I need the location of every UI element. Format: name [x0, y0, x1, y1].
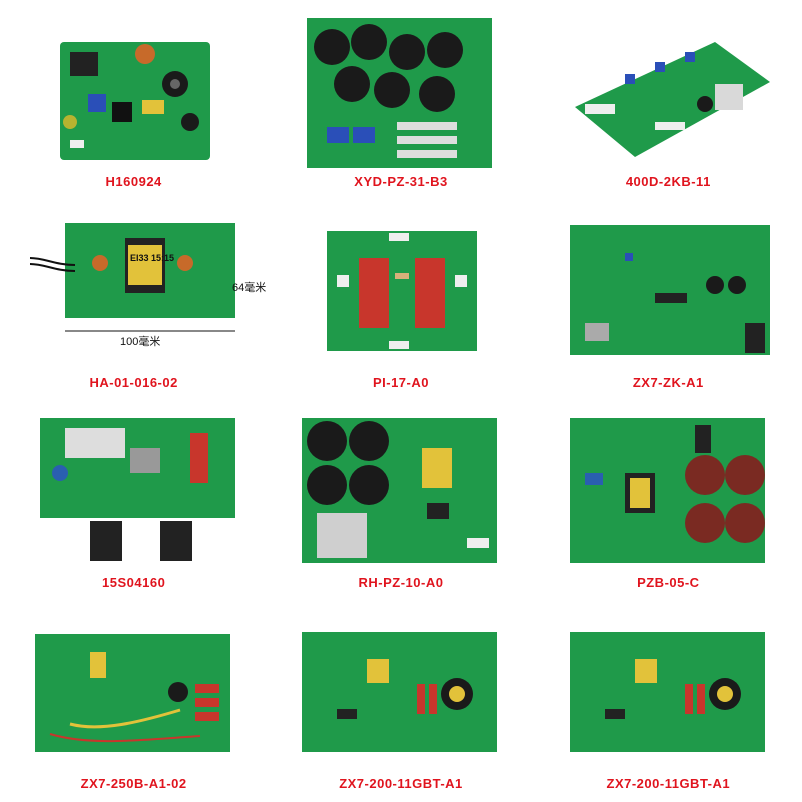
pcb-photo — [574, 42, 770, 157]
product-label: RH-PZ-10-A0 — [358, 575, 444, 590]
product-card: 400D-2KB-11 — [535, 0, 802, 201]
product-card: 15S04160 — [0, 401, 267, 602]
product-card: ZX7-250B-A1-02 — [0, 602, 267, 802]
product-card: ZX7-200-11GBT-A1 — [267, 602, 534, 802]
product-label: PI-17-A0 — [372, 374, 429, 390]
product-label: 400D-2KB-11 — [625, 174, 711, 189]
product-card: PZB-05-C — [535, 401, 802, 602]
product-label: PZB-05-C — [637, 575, 700, 590]
pcb-photo — [35, 633, 230, 752]
pcb-photo — [569, 418, 765, 563]
transformer-marking: EI33 15:15 — [130, 252, 175, 263]
dim-height-label: 64毫米 — [232, 281, 267, 294]
product-card: 64毫米 100毫米 EI33 15:15 HA-01-016-02 — [0, 201, 267, 402]
pcb-photo — [569, 224, 770, 355]
product-card: XYD-PZ-31-B3 — [267, 0, 534, 201]
product-label: XYD-PZ-31-B3 — [354, 174, 448, 189]
product-card: ZX7-ZK-A1 — [535, 201, 802, 402]
product-label: HA-01-016-02 — [89, 374, 178, 390]
product-label: ZX7-ZK-A1 — [632, 374, 704, 390]
product-card: PI-17-A0 — [267, 201, 534, 402]
pcb-photo — [302, 418, 498, 563]
pcb-photo — [60, 42, 210, 160]
product-label: 15S04160 — [102, 575, 166, 590]
pcb-photo — [302, 631, 498, 752]
product-card: H160924 — [0, 0, 267, 201]
dim-width-label: 100毫米 — [120, 335, 161, 348]
pcb-photo — [40, 418, 235, 561]
product-card: RH-PZ-10-A0 — [267, 401, 534, 602]
pcb-photo — [30, 222, 235, 331]
product-label: H160924 — [105, 174, 162, 189]
pcb-photo — [569, 631, 765, 752]
product-label: ZX7-250B-A1-02 — [80, 775, 187, 791]
product-label: ZX7-200-11GBT-A1 — [339, 775, 463, 791]
pcb-photo — [307, 18, 493, 168]
pcb-photo — [327, 230, 478, 351]
product-card: ZX7-200-11GBT-A1 — [535, 602, 802, 802]
product-label: ZX7-200-11GBT-A1 — [606, 775, 731, 791]
